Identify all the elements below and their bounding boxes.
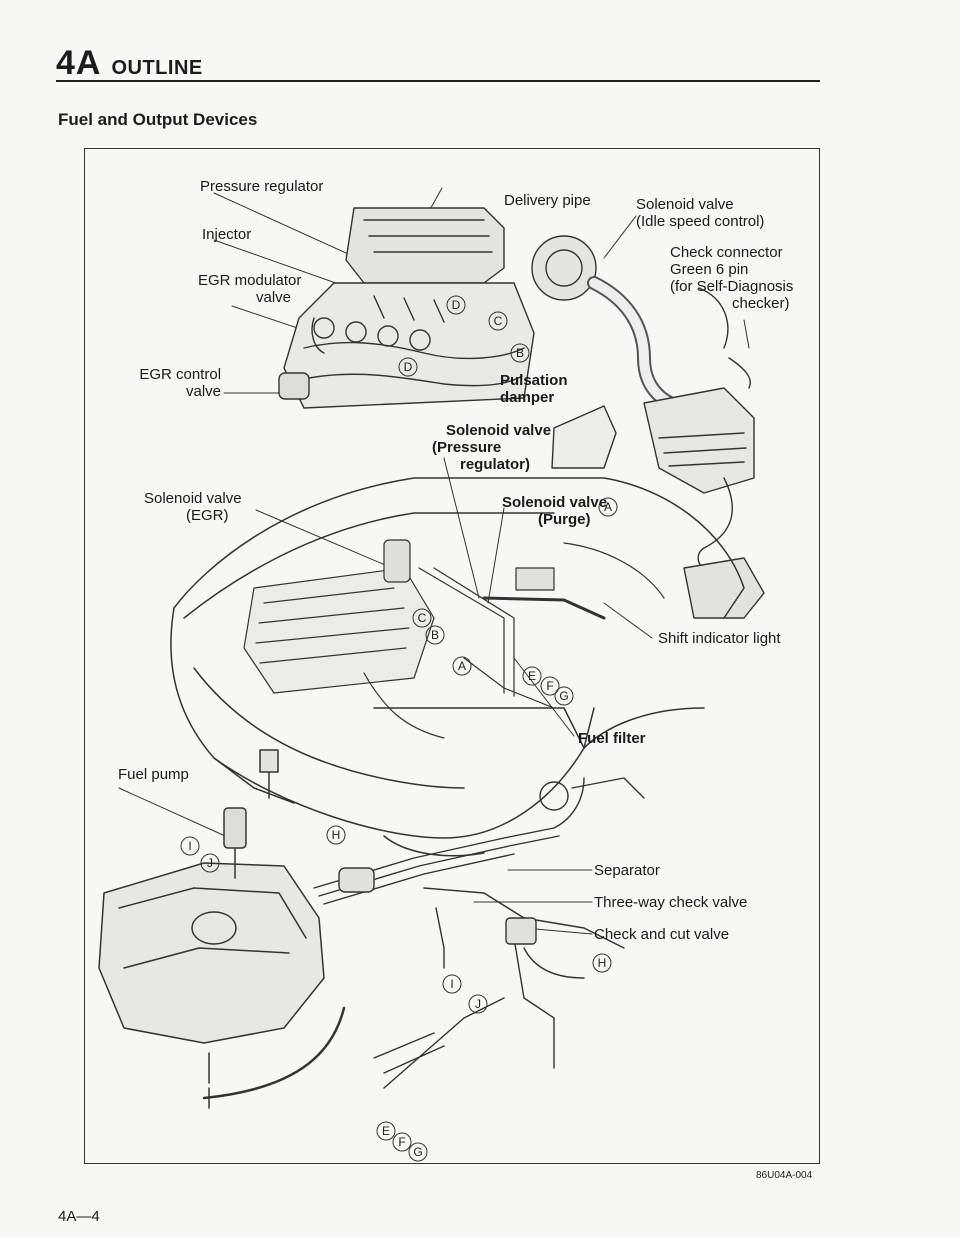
label-solenoid-purge: Solenoid valve (Purge) xyxy=(502,494,608,528)
callout-f-2: F xyxy=(398,1135,405,1149)
callout-c: C xyxy=(494,314,503,328)
label-three-way-check-valve: Three-way check valve xyxy=(594,894,748,911)
label-egr-modulator: EGR modulator valve xyxy=(198,272,302,306)
callout-a-2: A xyxy=(458,659,466,673)
callout-e-2: E xyxy=(382,1124,390,1138)
label-delivery-pipe: Delivery pipe xyxy=(504,192,591,209)
callout-a: A xyxy=(604,500,612,514)
header-rule xyxy=(56,80,820,82)
label-fuel-filter: Fuel filter xyxy=(578,730,646,747)
callout-markers xyxy=(180,295,618,1162)
callout-i: I xyxy=(188,839,191,853)
callout-h-2: H xyxy=(598,956,607,970)
engine-block xyxy=(278,207,535,409)
figure-frame xyxy=(84,148,820,1164)
label-separator: Separator xyxy=(594,862,660,879)
page-header: 4A OUTLINE xyxy=(56,44,203,83)
callout-g-2: G xyxy=(413,1145,422,1159)
page-number: 4A—4 xyxy=(58,1208,100,1225)
callout-b: B xyxy=(516,346,524,360)
section-title: OUTLINE xyxy=(111,57,203,79)
label-pressure-regulator: Pressure regulator xyxy=(200,178,324,195)
callout-b-2: B xyxy=(431,628,439,642)
label-check-connector: Check connector Green 6 pin (for Self-Di… xyxy=(670,244,794,312)
callout-i-2: I xyxy=(450,977,453,991)
section-code: 4A xyxy=(56,44,102,82)
label-solenoid-pressure-regulator: Solenoid valve (Pressure regulator) xyxy=(432,422,552,473)
figure-code: 86U04A-004 xyxy=(756,1170,813,1181)
callout-d-2: D xyxy=(404,360,413,374)
label-solenoid-isc: Solenoid valve (Idle speed control) xyxy=(636,196,765,230)
engine-bay xyxy=(243,539,665,739)
callout-g: G xyxy=(559,689,568,703)
label-solenoid-egr: Solenoid valve (EGR) xyxy=(144,490,242,524)
label-pulsation-damper: Pulsation damper xyxy=(500,372,568,406)
label-check-and-cut-valve: Check and cut valve xyxy=(594,926,730,943)
engine-diagram: D C B D A C B A E F G H I J H I J E F G xyxy=(98,187,765,1162)
callout-letters: D C B D A C B A E F G H I J H I J E F G xyxy=(188,298,612,1159)
callout-f: F xyxy=(546,679,553,693)
fuel-tank xyxy=(98,749,346,1109)
label-fuel-pump: Fuel pump xyxy=(118,766,189,783)
throttle-and-intake xyxy=(531,235,765,619)
label-egr-control-valve: EGR control valve xyxy=(139,366,222,400)
callout-c-2: C xyxy=(418,611,427,625)
callout-j-2: J xyxy=(475,997,481,1011)
page-subtitle: Fuel and Output Devices xyxy=(58,110,258,129)
label-shift-indicator: Shift indicator light xyxy=(658,630,781,647)
callout-d: D xyxy=(452,298,461,312)
callout-j: J xyxy=(207,856,213,870)
callout-e: E xyxy=(528,669,536,683)
callout-h: H xyxy=(332,828,341,842)
fuel-lines xyxy=(313,777,645,1089)
label-injector: Injector xyxy=(202,226,252,243)
